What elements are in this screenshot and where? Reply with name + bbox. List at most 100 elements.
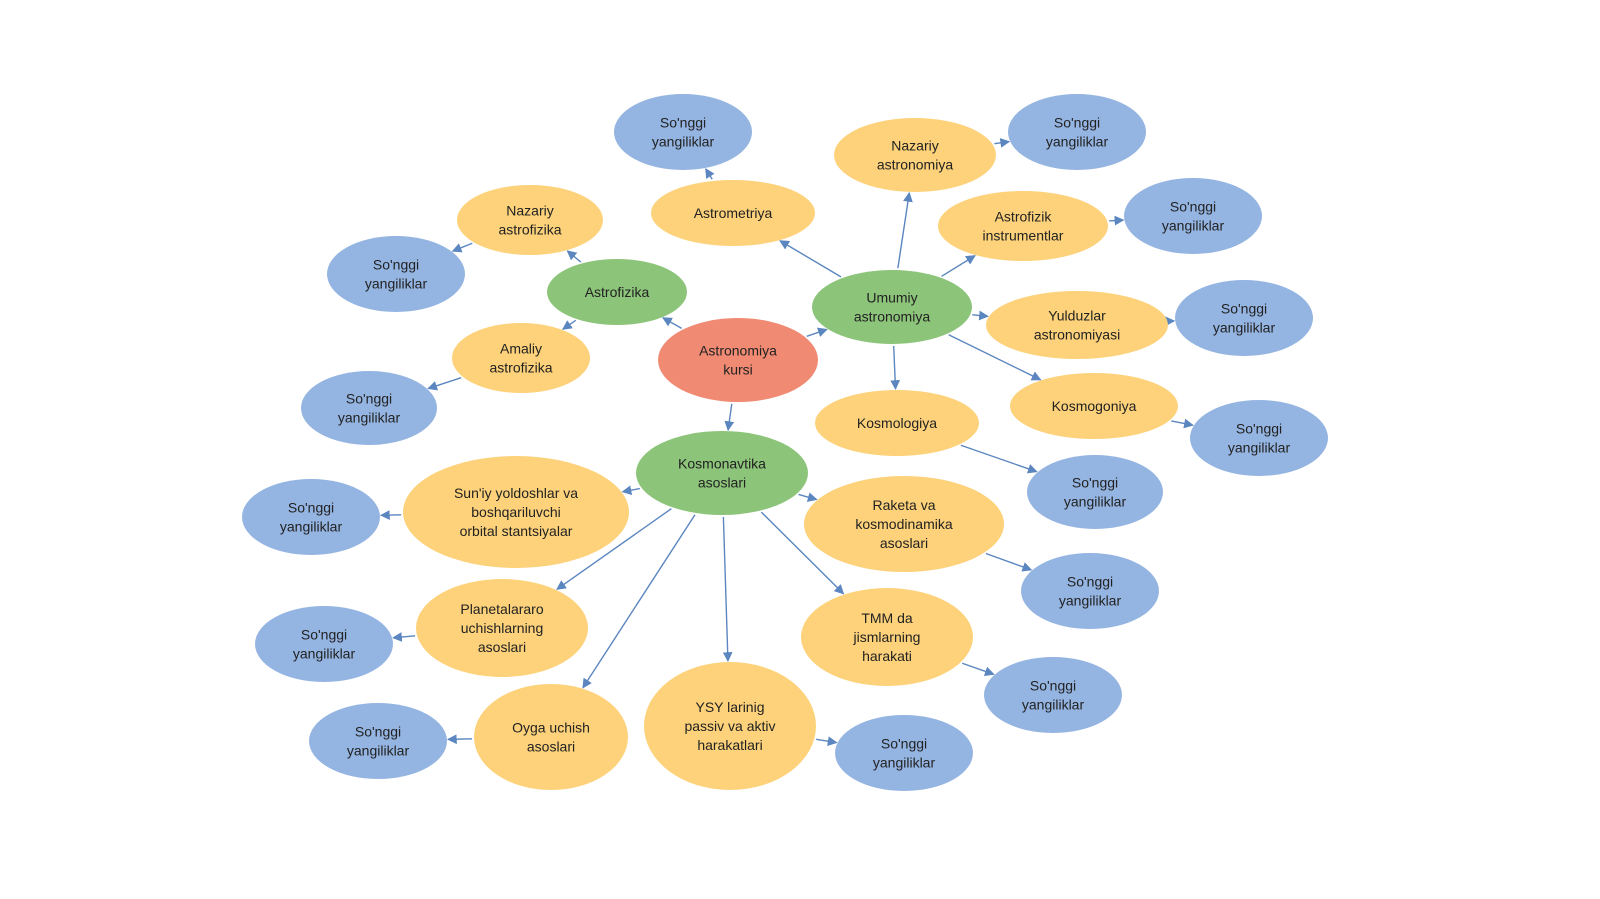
- node-label-raketa-line-2: kosmodinamika: [855, 516, 952, 532]
- node-label-news-sun-iy-line-1: So'nggi: [288, 500, 334, 516]
- node-shape-news-oyga: [309, 703, 447, 779]
- node-shape-astrometriya: [651, 180, 815, 246]
- edge-kosmonavtika-to-sun-iy: [621, 485, 640, 496]
- node-shape-kosmologiya: [815, 390, 979, 456]
- node-shape-umumiy: [812, 270, 972, 344]
- node-label-news-nazariy-astronomiya-line-1: So'nggi: [1054, 115, 1100, 131]
- node-astrofizika: Astrofizika: [547, 259, 687, 325]
- node-shape-yulduzlar: [986, 291, 1168, 359]
- nodes-layer: Astronomiya kursi Astrofizika Umumiy astrono…: [242, 94, 1328, 791]
- node-label-planetalararo-line-1: Planetalararo: [460, 601, 543, 617]
- edge-ysy-to-news-ysy: [816, 736, 838, 747]
- node-label-news-raketa-line-2: yangiliklar: [1059, 593, 1122, 609]
- node-shape-astrofizika: [547, 259, 687, 325]
- node-label-sun-iy-line-2: boshqariluvchi: [471, 504, 561, 520]
- node-label-nazariy-astronomiya-line-1: Nazariy: [891, 138, 938, 154]
- node-label-news-ysy-line-2: yangiliklar: [873, 755, 936, 771]
- edge-astrofizika-to-nazariy-astrofizika: [566, 250, 582, 263]
- node-label-news-oyga-line-1: So'nggi: [355, 724, 401, 740]
- edge-astrofizik-instrumentlar-to-news-astrofizik-instrumentlar: [1109, 215, 1125, 226]
- node-shape-news-sun-iy: [242, 479, 380, 555]
- node-label-nazariy-astrofizika-line-2: astrofizika: [498, 222, 561, 238]
- edge-astrofizika-to-amaliy-astrofizika: [561, 319, 577, 330]
- edges-layer: [379, 138, 1194, 747]
- node-label-kosmonavtika-line-2: asoslari: [698, 475, 746, 491]
- node-amaliy-astrofizika: Amaliy astrofizika: [452, 323, 590, 393]
- node-label-ysy-line-2: passiv va aktiv: [684, 718, 775, 734]
- edge-kosmonavtika-to-ysy: [722, 516, 733, 662]
- node-root: Astronomiya kursi: [658, 318, 818, 402]
- node-label-news-planetalararo-line-1: So'nggi: [301, 627, 347, 643]
- node-astrometriya: Astrometriya: [651, 180, 815, 246]
- node-label-news-astrofizik-instrumentlar-line-2: yangiliklar: [1162, 218, 1225, 234]
- node-label-tmm-line-2: jismlarning: [853, 629, 921, 645]
- node-shape-news-astrofizik-instrumentlar: [1124, 178, 1262, 254]
- node-label-sun-iy-line-3: orbital stantsiyalar: [460, 523, 573, 539]
- node-label-news-tmm-line-1: So'nggi: [1030, 678, 1076, 694]
- node-label-tmm-line-3: harakati: [862, 648, 912, 664]
- node-label-ysy-line-3: harakatlari: [697, 737, 762, 753]
- node-kosmologiya: Kosmologiya: [815, 390, 979, 456]
- edge-kosmonavtika-to-planetalararo: [556, 508, 672, 590]
- node-label-news-astrometriya-line-2: yangiliklar: [652, 134, 715, 150]
- edge-umumiy-to-astrofizik-instrumentlar: [941, 255, 976, 277]
- node-shape-nazariy-astrofizika: [457, 185, 603, 255]
- node-label-amaliy-astrofizika-line-1: Amaliy: [500, 341, 542, 357]
- node-label-tmm-line-1: TMM da: [861, 610, 913, 626]
- node-label-nazariy-astrofizika-line-1: Nazariy: [506, 203, 553, 219]
- node-label-kosmologiya-line-1: Kosmologiya: [857, 415, 937, 431]
- node-label-amaliy-astrofizika-line-2: astrofizika: [489, 360, 552, 376]
- node-shape-news-kosmogoniya: [1190, 400, 1328, 476]
- node-shape-news-planetalararo: [255, 606, 393, 682]
- node-shape-astrofizik-instrumentlar: [938, 191, 1108, 261]
- node-sun-iy: Sun'iy yoldoshlar vaboshqariluvchiorbita…: [403, 456, 629, 568]
- node-label-news-nazariy-astrofizika-line-1: So'nggi: [373, 257, 419, 273]
- edge-planetalararo-to-news-planetalararo: [392, 632, 416, 642]
- node-shape-raketa: [804, 476, 1004, 572]
- node-shape-kosmogoniya: [1010, 373, 1178, 439]
- node-shape-news-yulduzlar: [1175, 280, 1313, 356]
- node-label-raketa-line-3: asoslari: [880, 535, 928, 551]
- node-shape-news-tmm: [984, 657, 1122, 733]
- node-shape-news-raketa: [1021, 553, 1159, 629]
- node-label-news-kosmologiya-line-2: yangiliklar: [1064, 494, 1127, 510]
- node-shape-sun-iy: [403, 456, 629, 568]
- edge-umumiy-to-kosmogoniya: [948, 334, 1042, 381]
- node-kosmogoniya: Kosmogoniya: [1010, 373, 1178, 439]
- node-shape-news-amaliy-astrofizika: [301, 371, 437, 445]
- node-shape-tmm: [801, 588, 973, 686]
- edge-oyga-to-news-oyga: [446, 734, 473, 745]
- node-label-umumiy-line-1: Umumiy: [866, 290, 917, 306]
- node-label-news-amaliy-astrofizika-line-2: yangiliklar: [338, 410, 401, 426]
- node-shape-oyga: [474, 684, 628, 790]
- node-shape-nazariy-astronomiya: [834, 118, 996, 192]
- node-label-astrofizik-instrumentlar-line-1: Astrofizik: [995, 209, 1053, 225]
- node-shape-news-astrometriya: [614, 94, 752, 170]
- edge-root-to-umumiy: [806, 327, 828, 337]
- node-label-news-nazariy-astronomiya-line-2: yangiliklar: [1046, 134, 1109, 150]
- node-label-oyga-line-1: Oyga uchish: [512, 720, 590, 736]
- edge-root-to-kosmonavtika: [724, 403, 735, 432]
- node-news-oyga: So'nggi yangiliklar: [309, 703, 447, 779]
- node-label-news-tmm-line-2: yangiliklar: [1022, 697, 1085, 713]
- node-label-news-nazariy-astrofizika-line-2: yangiliklar: [365, 276, 428, 292]
- node-label-yulduzlar-line-2: astronomiyasi: [1034, 327, 1120, 343]
- edge-nazariy-astronomiya-to-news-nazariy-astronomiya: [994, 138, 1011, 148]
- node-label-root-line-1: Astronomiya: [699, 343, 777, 359]
- node-label-umumiy-line-2: astronomiya: [854, 309, 930, 325]
- edge-raketa-to-news-raketa: [985, 552, 1033, 572]
- node-label-root-line-2: kursi: [723, 362, 753, 378]
- node-label-news-oyga-line-2: yangiliklar: [347, 743, 410, 759]
- node-news-nazariy-astrofizika: So'nggi yangiliklar: [327, 236, 465, 312]
